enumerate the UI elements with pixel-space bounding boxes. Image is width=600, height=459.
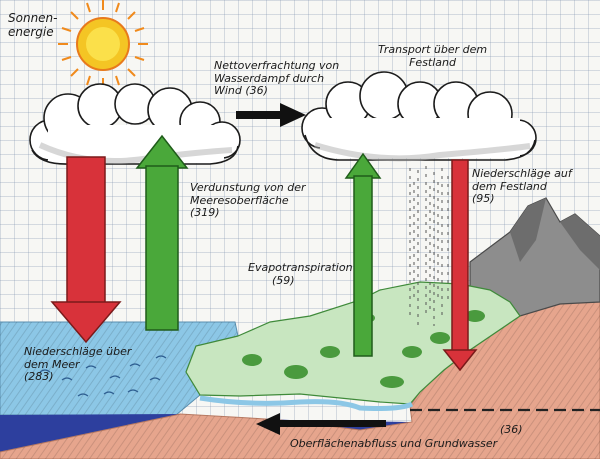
precipitation-sea-label: Niederschläge über dem Meer (283) (24, 345, 132, 384)
precipitation-land-value: (95) (472, 192, 495, 206)
precipitation-land-line1: Niederschläge auf (472, 167, 572, 180)
evapotranspiration-label: Evapotranspiration (59) (248, 261, 353, 287)
evaporation-label: Verdunstung von der Meeresoberfläche (31… (190, 181, 306, 220)
wind-transport-line3: Wind (36) (214, 84, 268, 98)
wind-transport-line1: Nettoverfrachtung von (214, 59, 340, 72)
evapotranspiration-arrow (344, 152, 382, 357)
meadow (185, 281, 521, 411)
runoff-arrow (256, 413, 386, 435)
land-transport-label: Transport über dem Festland (378, 43, 488, 69)
mountains (469, 197, 600, 317)
precipitation-sea-line2: dem Meer (24, 357, 80, 371)
evaporation-sea-arrow (135, 134, 189, 331)
cloud-right (301, 71, 537, 162)
evapotranspiration-value: (59) (272, 273, 295, 287)
precipitation-land-label: Niederschläge auf dem Festland (95) (472, 167, 572, 206)
precipitation-sea-value: (283) (24, 370, 54, 384)
rain (409, 166, 449, 330)
precipitation-sea-arrow (50, 156, 122, 344)
precipitation-land-arrow (442, 159, 478, 372)
cloud-left (29, 83, 241, 165)
land-transport-line1: Transport über dem (378, 43, 488, 56)
wind-transport-label: Nettoverfrachtung von Wasserdampf durch … (214, 59, 340, 98)
evaporation-line1: Verdunstung von der (190, 181, 306, 194)
wind-transport-line2: Wasserdampf durch (214, 71, 325, 85)
evapotranspiration-line1: Evapotranspiration (248, 261, 353, 274)
evaporation-line2: Meeresoberfläche (190, 193, 289, 207)
runoff-value: (36) (500, 423, 523, 436)
sun-energy-line2: energie (8, 24, 54, 39)
wind-arrow (236, 103, 306, 127)
precipitation-sea-line1: Niederschläge über (24, 345, 132, 358)
runoff-label: Oberflächenabfluss und Grundwasser (290, 437, 498, 450)
evaporation-value: (319) (190, 206, 220, 220)
sun-icon (58, 0, 148, 88)
sun-energy-label: Sonnen- energie (8, 11, 58, 40)
land-transport-line2: Festland (409, 55, 456, 69)
precipitation-land-line2: dem Festland (472, 179, 547, 193)
sun-energy-line1: Sonnen- (8, 11, 58, 25)
